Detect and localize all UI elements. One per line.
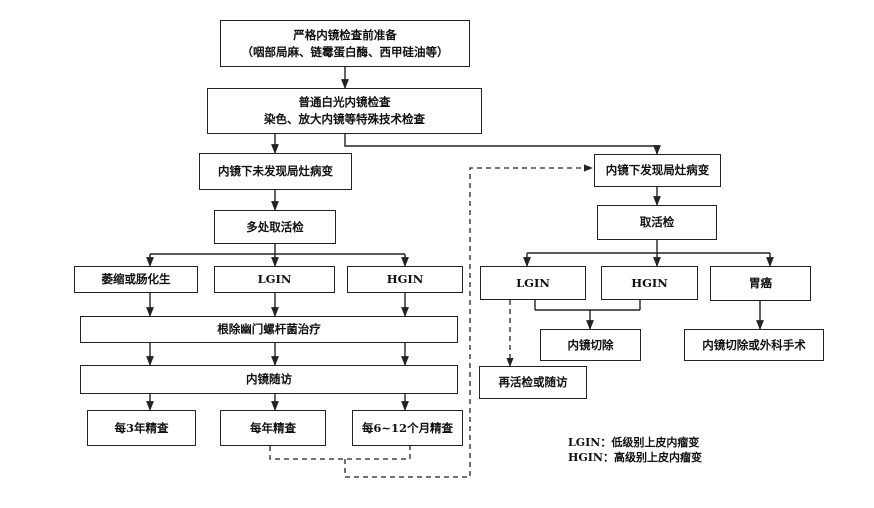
hp-eradication-label: 根除幽门螺杆菌治疗 <box>217 322 321 336</box>
every-3-years-label: 每3年精查 <box>114 420 169 435</box>
focal-lesion-found-box: 内镜下发现局灶病变 <box>594 154 721 187</box>
legend-lgin: LGIN：低级别上皮内瘤变 <box>568 436 700 449</box>
gastric-cancer-box: 胃癌 <box>710 266 811 301</box>
white-light-endoscopy-box: 普通白光内镜检查 染色、放大内镜等特殊技术检查 <box>207 88 482 134</box>
gastric-cancer-label: 胃癌 <box>749 276 772 290</box>
pre-exam-preparation-detail: （咽部局麻、链霉蛋白酶、西甲硅油等） <box>241 44 449 59</box>
pre-exam-preparation-title: 严格内镜检查前准备 <box>293 27 397 42</box>
every-3-years-box: 每3年精查 <box>87 410 196 446</box>
endoscopic-followup-box: 内镜随访 <box>80 365 458 394</box>
lgin-right-box: LGIN <box>480 266 586 300</box>
endoscopic-resection-box: 内镜切除 <box>540 329 641 361</box>
legend-hgin: HGIN：高级别上皮内瘤变 <box>568 451 702 464</box>
no-focal-lesion-label: 内镜下未发现局灶病变 <box>218 164 333 178</box>
pre-exam-preparation-box: 严格内镜检查前准备 （咽部局麻、链霉蛋白酶、西甲硅油等） <box>220 20 470 67</box>
rebiopsy-or-followup-box: 再活检或随访 <box>479 366 587 399</box>
hgin-right-box: HGIN <box>601 266 698 300</box>
focal-lesion-found-label: 内镜下发现局灶病变 <box>605 163 710 177</box>
resection-or-surgery-label: 内镜切除或外科手术 <box>702 337 806 352</box>
yearly-label: 每年精查 <box>250 420 296 435</box>
yearly-box: 每年精查 <box>220 410 326 446</box>
resection-or-surgery-box: 内镜切除或外科手术 <box>684 329 824 361</box>
white-light-endoscopy-title: 普通白光内镜检查 <box>298 95 391 109</box>
every-6-12-months-label: 每6~12个月精查 <box>361 420 454 435</box>
special-techniques-text: 染色、放大内镜等特殊技术检查 <box>264 112 425 126</box>
multi-site-biopsy-label: 多处取活检 <box>246 219 304 234</box>
hp-eradication-box: 根除幽门螺杆菌治疗 <box>80 316 458 343</box>
hgin-left-label: HGIN <box>386 272 424 286</box>
multi-site-biopsy-box: 多处取活检 <box>214 210 336 244</box>
hgin-right-label: HGIN <box>631 275 668 290</box>
rebiopsy-or-followup-label: 再活检或随访 <box>498 375 568 389</box>
biopsy-box: 取活检 <box>597 205 717 240</box>
lgin-right-label: LGIN <box>516 275 550 290</box>
legend: LGIN：低级别上皮内瘤变 HGIN：高级别上皮内瘤变 <box>568 435 702 465</box>
no-focal-lesion-box: 内镜下未发现局灶病变 <box>199 153 352 190</box>
every-6-12-months-box: 每6~12个月精查 <box>352 410 463 446</box>
endoscopic-followup-label: 内镜随访 <box>246 372 292 386</box>
atrophy-metaplasia-box: 萎缩或肠化生 <box>74 266 198 293</box>
hgin-left-box: HGIN <box>347 266 463 293</box>
endoscopic-resection-label: 内镜切除 <box>567 337 614 352</box>
lgin-left-box: LGIN <box>214 266 335 293</box>
atrophy-metaplasia-label: 萎缩或肠化生 <box>101 272 171 286</box>
lgin-left-label: LGIN <box>257 272 292 286</box>
biopsy-label: 取活检 <box>639 215 675 229</box>
